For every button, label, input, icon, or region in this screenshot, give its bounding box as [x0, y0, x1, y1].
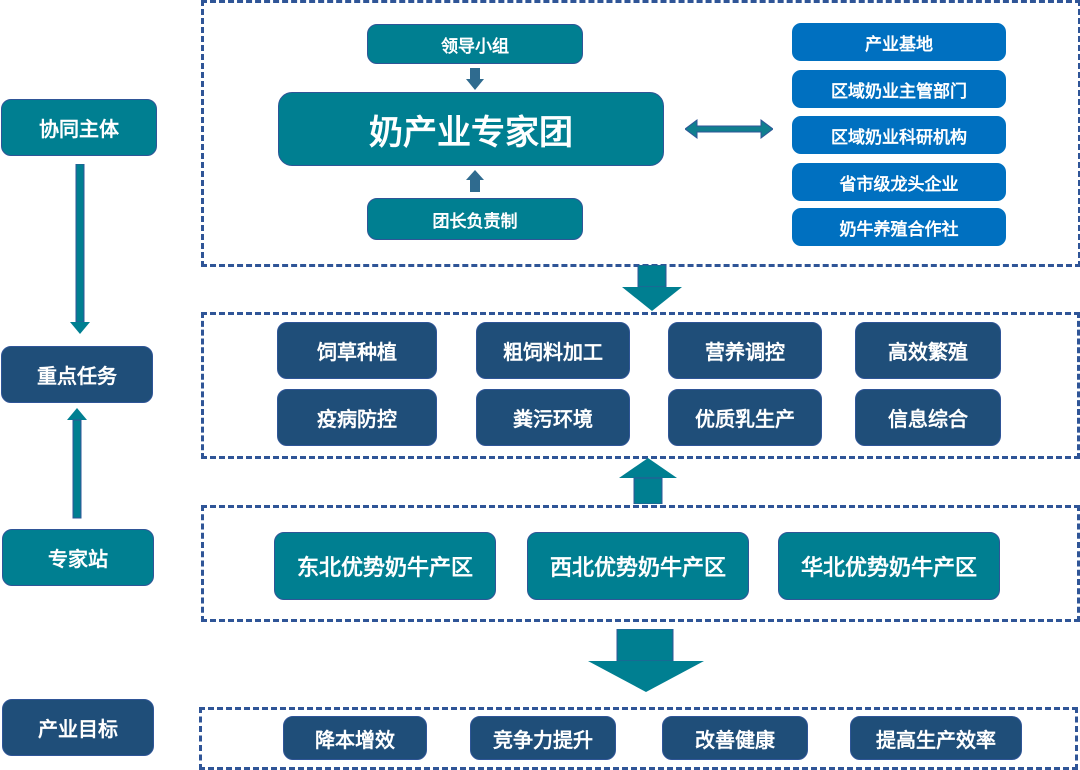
leadership-group-box: 领导小组 [367, 24, 583, 64]
region-box: 东北优势奶牛产区 [274, 532, 496, 600]
goal-box: 降本增效 [283, 716, 427, 760]
arrow-up-left-column [67, 408, 87, 520]
section-industry-goals [199, 707, 1078, 770]
region-box: 西北优势奶牛产区 [527, 532, 749, 600]
arrow-down-to-core [466, 68, 484, 90]
label-collaboration-subjects: 协同主体 [1, 99, 157, 156]
label-expert-stations: 专家站 [2, 529, 154, 586]
label-key-tasks: 重点任务 [1, 346, 153, 403]
arrow-down-to-goals [588, 629, 708, 693]
partner-box: 区域奶业科研机构 [792, 116, 1006, 154]
region-box: 华北优势奶牛产区 [778, 532, 1000, 600]
core-expert-group-box: 奶产业专家团 [278, 92, 664, 166]
task-box: 饲草种植 [277, 322, 437, 379]
arrow-up-to-tasks [617, 458, 679, 504]
section-key-tasks [201, 312, 1080, 459]
arrow-up-to-core [466, 170, 484, 192]
section-expert-stations [201, 505, 1080, 622]
arrow-down-to-tasks [620, 265, 684, 311]
goal-box: 竞争力提升 [470, 716, 616, 760]
task-box: 疫病防控 [277, 389, 437, 446]
partner-box: 省市级龙头企业 [792, 163, 1006, 201]
task-box: 高效繁殖 [855, 322, 1001, 379]
task-box: 优质乳生产 [668, 389, 822, 446]
goal-box: 提高生产效率 [850, 716, 1022, 760]
partner-box: 区域奶业主管部门 [792, 70, 1006, 108]
partner-box: 产业基地 [792, 23, 1006, 61]
label-industry-goals: 产业目标 [2, 699, 154, 756]
leader-responsibility-box: 团长负责制 [367, 198, 583, 240]
task-box: 粪污环境 [476, 389, 630, 446]
goal-box: 改善健康 [662, 716, 808, 760]
partner-box: 奶牛养殖合作社 [792, 208, 1006, 246]
task-box: 信息综合 [855, 389, 1001, 446]
arrow-down-left-column [70, 164, 90, 334]
task-box: 粗饲料加工 [476, 322, 630, 379]
bidirectional-arrow [685, 118, 773, 140]
task-box: 营养调控 [668, 322, 822, 379]
